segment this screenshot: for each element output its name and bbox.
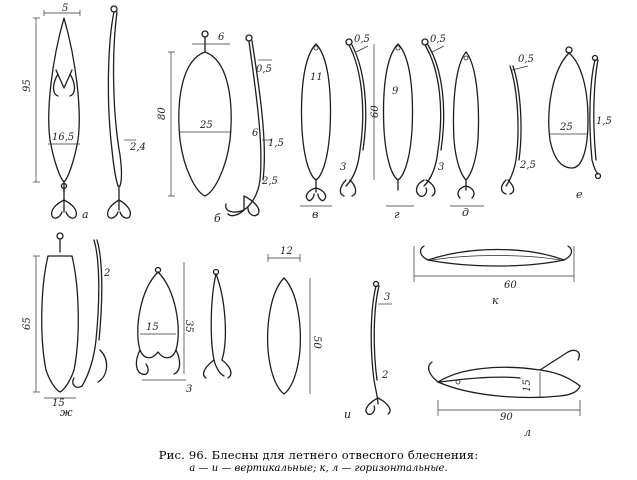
dim-l-h: 15 [522, 379, 533, 392]
dim-a-side: 2,4 [129, 142, 146, 153]
dim-v-b: 3 [340, 162, 346, 173]
dim-zh-t: 2 [103, 268, 110, 279]
dim-l-length: 90 [500, 412, 513, 423]
lure-e: 25 1,5 е [548, 46, 612, 201]
dim-g-width: 9 [392, 86, 399, 97]
dim-b-s2: 1,5 [268, 138, 284, 149]
dim-z-b: 3 [186, 384, 192, 395]
figure-caption: Рис. 96. Блесны для летнего отвесного бл… [158, 448, 479, 462]
dim-zh-length: 65 [22, 317, 33, 330]
lure-z: 15 35 3 [135, 262, 232, 395]
dim-k-length: 60 [504, 280, 517, 291]
dim-i-t: 3 [384, 292, 390, 303]
label-e: е [576, 188, 583, 201]
dim-v-top: 0,5 [354, 34, 370, 45]
lure-g: 9 60 г 0,5 3 [370, 34, 446, 221]
lure-v: 11 в 0,5 3 [300, 34, 370, 221]
lure-i: 12 50 3 2 и [266, 246, 392, 421]
lure-d: д 0,5 2,5 [450, 51, 536, 219]
dim-z-length: 35 [183, 320, 194, 333]
label-v: в [312, 208, 318, 221]
dim-zh-b: 15 [52, 398, 65, 409]
label-a: а [82, 208, 89, 221]
label-k: к [492, 294, 499, 307]
dim-e-t: 1,5 [596, 116, 612, 127]
label-d: д [462, 206, 469, 219]
dim-b-s1: 0,5 [256, 64, 272, 75]
dim-b-top: 6 [218, 32, 225, 43]
label-l: л [524, 426, 531, 439]
lure-a: 5 16,5 95 а 2,4 [22, 3, 146, 221]
dim-g-b: 3 [438, 162, 444, 173]
dim-b-width: 25 [199, 120, 213, 131]
dim-v-width: 11 [310, 72, 323, 83]
dim-b-d: 6 [252, 128, 259, 139]
dim-a-length: 95 [22, 79, 33, 92]
dim-b-s3: 2,5 [261, 176, 278, 187]
label-zh: ж [60, 406, 73, 419]
dim-i-length: 50 [311, 336, 322, 349]
lure-l: 15 90 л [427, 349, 581, 439]
figure-legend: а — и — вертикальные; к, л — горизонталь… [189, 463, 448, 474]
label-g: г [394, 208, 400, 221]
dim-d-top: 0,5 [518, 54, 534, 65]
lure-k: 60 к [413, 245, 575, 307]
dim-i-b: 2 [381, 370, 388, 381]
dim-b-length: 80 [157, 107, 168, 120]
dim-d-b: 2,5 [519, 160, 536, 171]
lure-b: 6 25 80 б 0,5 6 1,5 2,5 [157, 30, 284, 225]
lure-zh: 65 15 ж 2 [22, 232, 110, 419]
label-i: и [344, 408, 351, 421]
dim-a-top: 5 [62, 3, 68, 14]
dim-z-width: 15 [146, 322, 159, 333]
label-b: б [214, 212, 221, 225]
dim-e-width: 25 [559, 122, 573, 133]
dim-g-length: 60 [370, 105, 381, 118]
dim-i-top: 12 [280, 246, 293, 257]
dim-g-top: 0,5 [430, 34, 446, 45]
dim-a-width: 16,5 [52, 132, 74, 143]
